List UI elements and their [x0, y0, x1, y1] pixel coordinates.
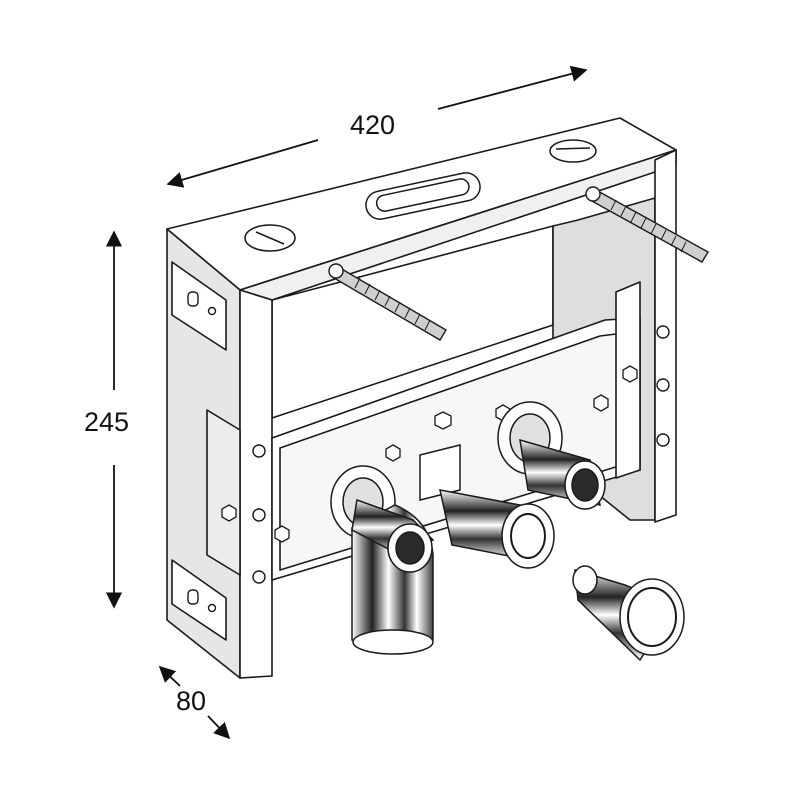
left-bracket-lower: [171, 559, 227, 641]
fixing-nuts: [221, 365, 638, 543]
depth-dimension-line-bottom: [207, 715, 231, 740]
threaded-rods: [328, 186, 709, 341]
frame-side-holes: [187, 291, 670, 613]
depth-dimension-line-top: [158, 665, 181, 687]
depth-dimension-label: 80: [176, 686, 207, 716]
pipe-fittings: [330, 401, 685, 662]
height-dimension-label: 245: [84, 407, 130, 437]
top-hole-right: [549, 139, 597, 163]
left-inner-slot-panel: [206, 409, 241, 576]
width-dimension-line-left: [166, 139, 319, 188]
dimension-lines: [105, 65, 588, 740]
top-face-openings: [244, 139, 597, 252]
left-bracket-upper: [171, 261, 227, 351]
frame-front-left-post: [239, 289, 273, 679]
width-dimension-label: 420: [350, 110, 396, 140]
width-dimension-line-right: [437, 65, 588, 110]
